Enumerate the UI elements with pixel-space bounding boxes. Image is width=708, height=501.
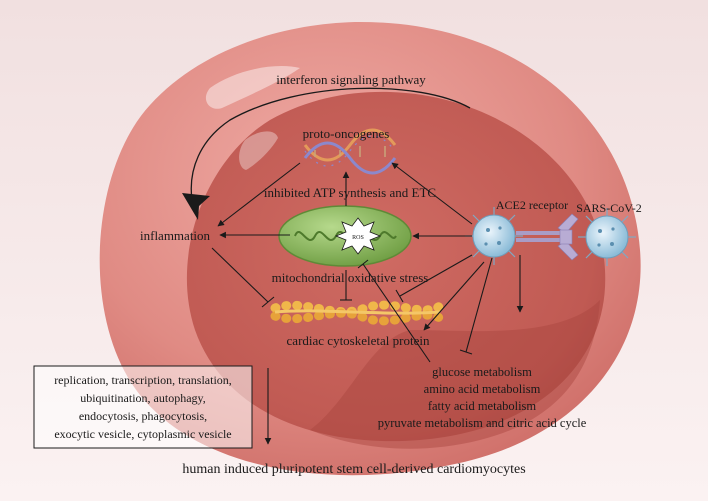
atp-synthesis-label: inhibited ATP synthesis and ETC [264,185,436,200]
ace2-receptor-label: ACE2 receptor [496,198,568,212]
processes-box [33,365,253,449]
mitochondrial-stress-label: mitochondrial oxidative stress [272,270,429,285]
proto-oncogenes-label: proto-oncogenes [303,126,390,141]
metabolism-label-pyruvate: pyruvate metabolism and citric acid cycl… [378,416,587,430]
inhibit-virus-cytoskeleton [399,254,473,297]
sars-cov-2-label: SARS-CoV-2 [576,201,642,215]
cardiomyocytes-label: human induced pluripotent stem cell-deri… [182,462,525,477]
inflammation-label: inflammation [140,228,211,243]
ace2-receptor-icon [516,213,579,261]
inhibit-inflammation-cytoskeleton [211,247,269,303]
cytoskeletal-protein-label: cardiac cytoskeletal protein [287,333,430,348]
dna-helix-icon [303,128,397,175]
arrows [217,162,524,445]
process-line-3: endocytosis, phagocytosis, [79,409,207,423]
process-line-1: replication, transcription, translation, [54,373,232,387]
cytoskeleton-icon [270,300,445,326]
inhibit-metabolism-stress [362,263,431,363]
interferon-arrowhead [182,193,210,220]
ros-label: ROS [352,235,364,241]
process-line-2: ubiquitination, autophagy, [80,391,206,405]
sars-cov-2-virus-icon [578,208,636,266]
metabolism-label-glucose: glucose metabolism [432,365,532,379]
process-line-4: exocytic vesicle, cytoplasmic vesicle [54,427,231,441]
inhibit-virus-metabolism [465,257,493,353]
metabolism-label-fatty-acid: fatty acid metabolism [428,399,537,413]
interferon-label: interferon signaling pathway [276,72,426,87]
inhibition-lines [211,247,493,363]
metabolism-label-amino-acid: amino acid metabolism [424,382,541,396]
bound-virus-icon [465,207,523,265]
arrow-virus-to-metabolism [423,261,485,331]
arrow-virus-to-oncogenes [391,162,473,225]
arrow-oncogenes-to-inflammation [217,162,301,227]
ros-burst-icon [334,217,382,255]
interferon-arrow [190,87,471,201]
